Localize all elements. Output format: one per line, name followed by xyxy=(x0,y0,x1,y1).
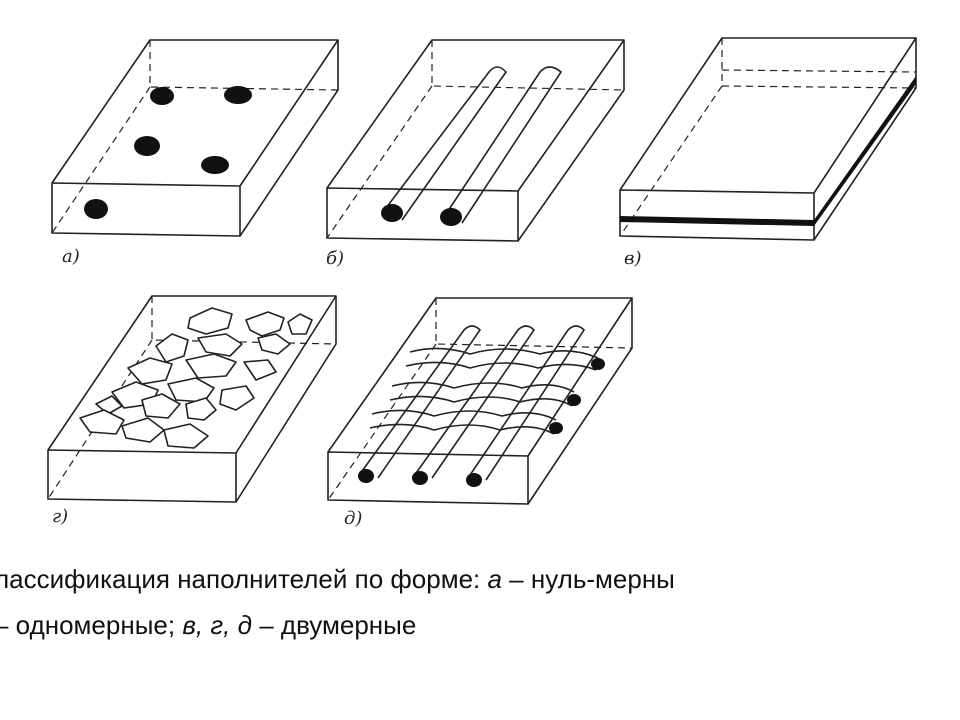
figure-caption: лассификация наполнителей по форме: а – … xyxy=(0,556,960,648)
caption-line-1-rest: – нуль-мерны xyxy=(501,564,675,594)
caption-line-1-text: лассификация наполнителей по форме: xyxy=(0,564,488,594)
label-b: б) xyxy=(326,248,344,269)
caption-line-1: лассификация наполнителей по форме: а – … xyxy=(0,556,960,602)
block-a-particles: а) xyxy=(51,39,339,267)
label-v: в) xyxy=(624,248,642,269)
label-d: д) xyxy=(344,508,362,529)
caption-line-2-start: – одномерные; xyxy=(0,610,183,640)
block-d-mesh: д) xyxy=(327,297,633,529)
filler-classification-diagram: а) б) в) xyxy=(47,37,917,529)
caption-line-2-rest: – двумерные xyxy=(251,610,417,640)
caption-line-2-italic: в, г, д xyxy=(182,610,252,640)
block-v-layer: в) xyxy=(619,37,917,269)
block-g-flakes: г) xyxy=(47,295,337,527)
caption-line-1-italic: а xyxy=(487,564,502,594)
block-b-fibres: б) xyxy=(326,39,625,269)
caption-line-2: – одномерные; в, г, д – двумерные xyxy=(0,602,960,648)
label-a: а) xyxy=(62,246,80,267)
label-g: г) xyxy=(52,506,68,527)
